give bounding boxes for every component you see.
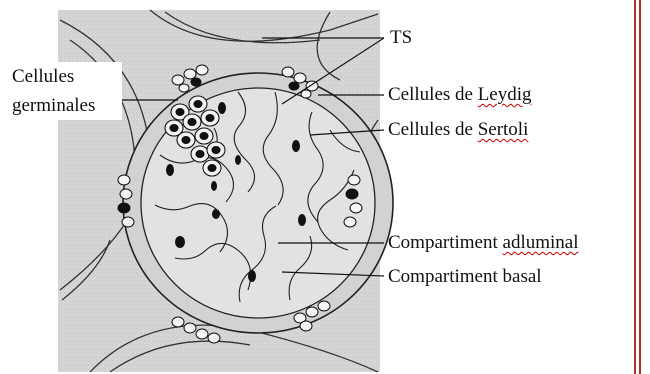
label-sertoli-cells: Cellules de Sertoli xyxy=(388,119,528,141)
label-germinal-cells-line1: Cellules xyxy=(12,66,74,88)
label-leydig-cells: Cellules de Leydig xyxy=(388,84,532,106)
label-germinal-cells-line2: germinales xyxy=(12,95,95,117)
slide-border-inner xyxy=(639,0,641,374)
slide-border-outer xyxy=(634,0,636,374)
label-basal-compartment: Compartiment basal xyxy=(388,266,542,288)
label-ts: TS xyxy=(390,27,412,49)
label-adluminal-compartment: Compartiment adluminal xyxy=(388,232,579,254)
